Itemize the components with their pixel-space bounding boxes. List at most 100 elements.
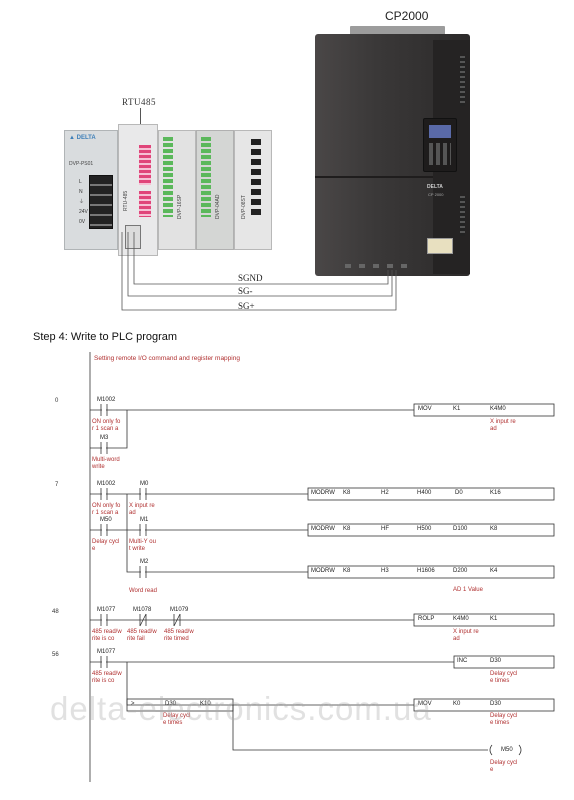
plc-module-04ad: DVP-04AD: [196, 130, 234, 250]
hardware-illustration: CP2000 DELTA CP 2000 RTU485 ▲ DELTA: [0, 0, 574, 325]
coil-m50-comment-2: e: [490, 767, 494, 773]
r0-param-2-comment-1: X input re: [490, 419, 516, 425]
r56-compare-d30-comment-2: e times: [163, 720, 183, 726]
contact-m0-comment-2: ad: [129, 510, 136, 516]
r56-compare-d30-comment-1: Delay cycl: [163, 713, 191, 719]
wire-label-sgnd: SGND: [238, 273, 263, 283]
r56-1-param-1-comment-2: e times: [490, 678, 510, 684]
r0-instruction: MOV: [418, 406, 432, 412]
contact-m1078: M1078: [133, 607, 152, 613]
r56-instruction-2: MOV: [418, 701, 432, 707]
contact-m3-comment-1: Multi-word: [92, 457, 120, 463]
drive-cable-glands: [345, 264, 415, 268]
rung-56-instruction-box-2: [413, 698, 555, 712]
r7-3-param-1: K8: [343, 568, 351, 574]
drive-brand-logo: DELTA: [427, 184, 443, 190]
contact-m1078-comment-2: rite fail: [127, 636, 145, 642]
drive-series-text: CP 2000: [428, 192, 444, 197]
r7-1-param-2: H2: [381, 490, 389, 496]
r56-2-param-2-comment-1: Delay cycl: [490, 713, 518, 719]
r56-2-param-1: K0: [453, 701, 461, 707]
r56-2-param-2: D30: [490, 701, 502, 707]
coil-m50-comment-1: Delay cycl: [490, 760, 518, 766]
contact-m1077-r56-comment-2: rite is co: [92, 678, 115, 684]
contacts: [100, 404, 181, 668]
r7-instruction-3: MODRW: [311, 568, 335, 574]
04ad-terminals: [201, 137, 211, 217]
contact-m1: M1: [140, 517, 149, 523]
plc-module-rtu485: RTU-485: [118, 124, 158, 256]
drive-vent: [460, 196, 465, 236]
contact-m50-comment-2: e: [92, 546, 96, 552]
contact-m1002-r0-comment-1: ON only fo: [92, 419, 121, 425]
r48-param-1-comment-1: X input re: [453, 629, 479, 635]
r7-2-param-2: HF: [381, 526, 389, 532]
contact-m1079: M1079: [170, 607, 189, 613]
plc-module-08st: DVP-08ST: [234, 130, 272, 250]
watermark: delta-electronics.com.ua: [50, 690, 432, 727]
drive-mounting-bracket: [350, 26, 445, 36]
rung-7-instruction-box-3: [307, 565, 555, 579]
plc-module-ps01: ▲ DELTA DVP-PS01 L N ⏚ 24V 0V: [64, 130, 118, 250]
wire-label-sg-minus: SG-: [238, 286, 253, 296]
rung-7-instruction-box-2: [307, 523, 555, 537]
r7-2-param-3: H500: [417, 526, 432, 532]
r7-2-param-4: D100: [453, 526, 468, 532]
step-number-56: 56: [52, 652, 59, 658]
rtu485-connector: [125, 225, 141, 249]
rung-7-instruction-box-1: [307, 487, 555, 501]
contact-m1079-comment-2: rite timed: [164, 636, 189, 642]
contact-m1002-r7-comment-1: ON only fo: [92, 503, 121, 509]
r7-1-param-3: H400: [417, 490, 432, 496]
r0-param-2-comment-2: ad: [490, 426, 497, 432]
ps01-delta-logo: ▲ DELTA: [69, 135, 96, 141]
r56-compare-operator: >: [131, 701, 135, 707]
contact-m1002-r0: M1002: [97, 397, 116, 403]
r56-compare-d30: D30: [165, 701, 177, 707]
r7-3-param-4-comment: AD 1 Value: [453, 587, 483, 593]
wire-sgnd: [133, 232, 389, 285]
r48-param-1-comment-2: ad: [453, 636, 460, 642]
contact-m0: M0: [140, 481, 149, 487]
r56-2-param-2-comment-2: e times: [490, 720, 510, 726]
contact-m1078-comment-1: 485 read/w: [127, 629, 157, 635]
r56-instruction-1: INC: [457, 658, 468, 664]
contact-m0-comment-1: X input re: [129, 503, 155, 509]
r56-1-param-1: D30: [490, 658, 502, 664]
r48-instruction: ROLP: [418, 616, 435, 622]
coil-m50: M50: [501, 747, 513, 753]
contact-m50: M50: [100, 517, 112, 523]
rtu485-label: RTU485: [122, 97, 156, 107]
plc-module-16sp: DVP-16SP: [158, 130, 196, 250]
step-number-7: 7: [55, 482, 59, 488]
r56-1-param-1-comment-1: Delay cycl: [490, 671, 518, 677]
wire-label-sg-plus: SG+: [238, 301, 255, 311]
r0-param-2: K4M0: [490, 406, 506, 412]
contact-m1077-r56: M1077: [97, 649, 116, 655]
r7-3-param-5: K4: [490, 568, 498, 574]
contact-m2-comment: Word read: [129, 588, 157, 594]
rung-56-branch-3: [232, 705, 488, 751]
r7-1-param-5: K16: [490, 490, 501, 496]
rung-0-instruction-box: [413, 403, 555, 417]
contact-m1077-r48-comment-2: rite is co: [92, 636, 115, 642]
rtu485-dip: [139, 191, 151, 217]
r7-1-param-4: D0: [455, 490, 463, 496]
wire-sg-minus: [127, 232, 393, 297]
08st-switches: [251, 139, 261, 219]
16sp-terminals: [163, 137, 173, 217]
rung-7-branch-3: [126, 530, 308, 573]
contact-m1002-r7: M1002: [97, 481, 116, 487]
m50-coil: [489, 744, 522, 756]
contact-m3-comment-2: write: [92, 464, 105, 470]
contact-m1077-r56-comment-1: 485 read/w: [92, 671, 122, 677]
contact-m50-comment-1: Delay cycl: [92, 539, 120, 545]
r0-param-1: K1: [453, 406, 461, 412]
contact-m3: M3: [100, 435, 109, 441]
r7-2-param-1: K8: [343, 526, 351, 532]
r7-instruction-2: MODRW: [311, 526, 335, 532]
r56-compare-k10: K10: [200, 701, 211, 707]
keypad-buttons: [429, 143, 451, 165]
contact-m2: M2: [140, 559, 149, 565]
